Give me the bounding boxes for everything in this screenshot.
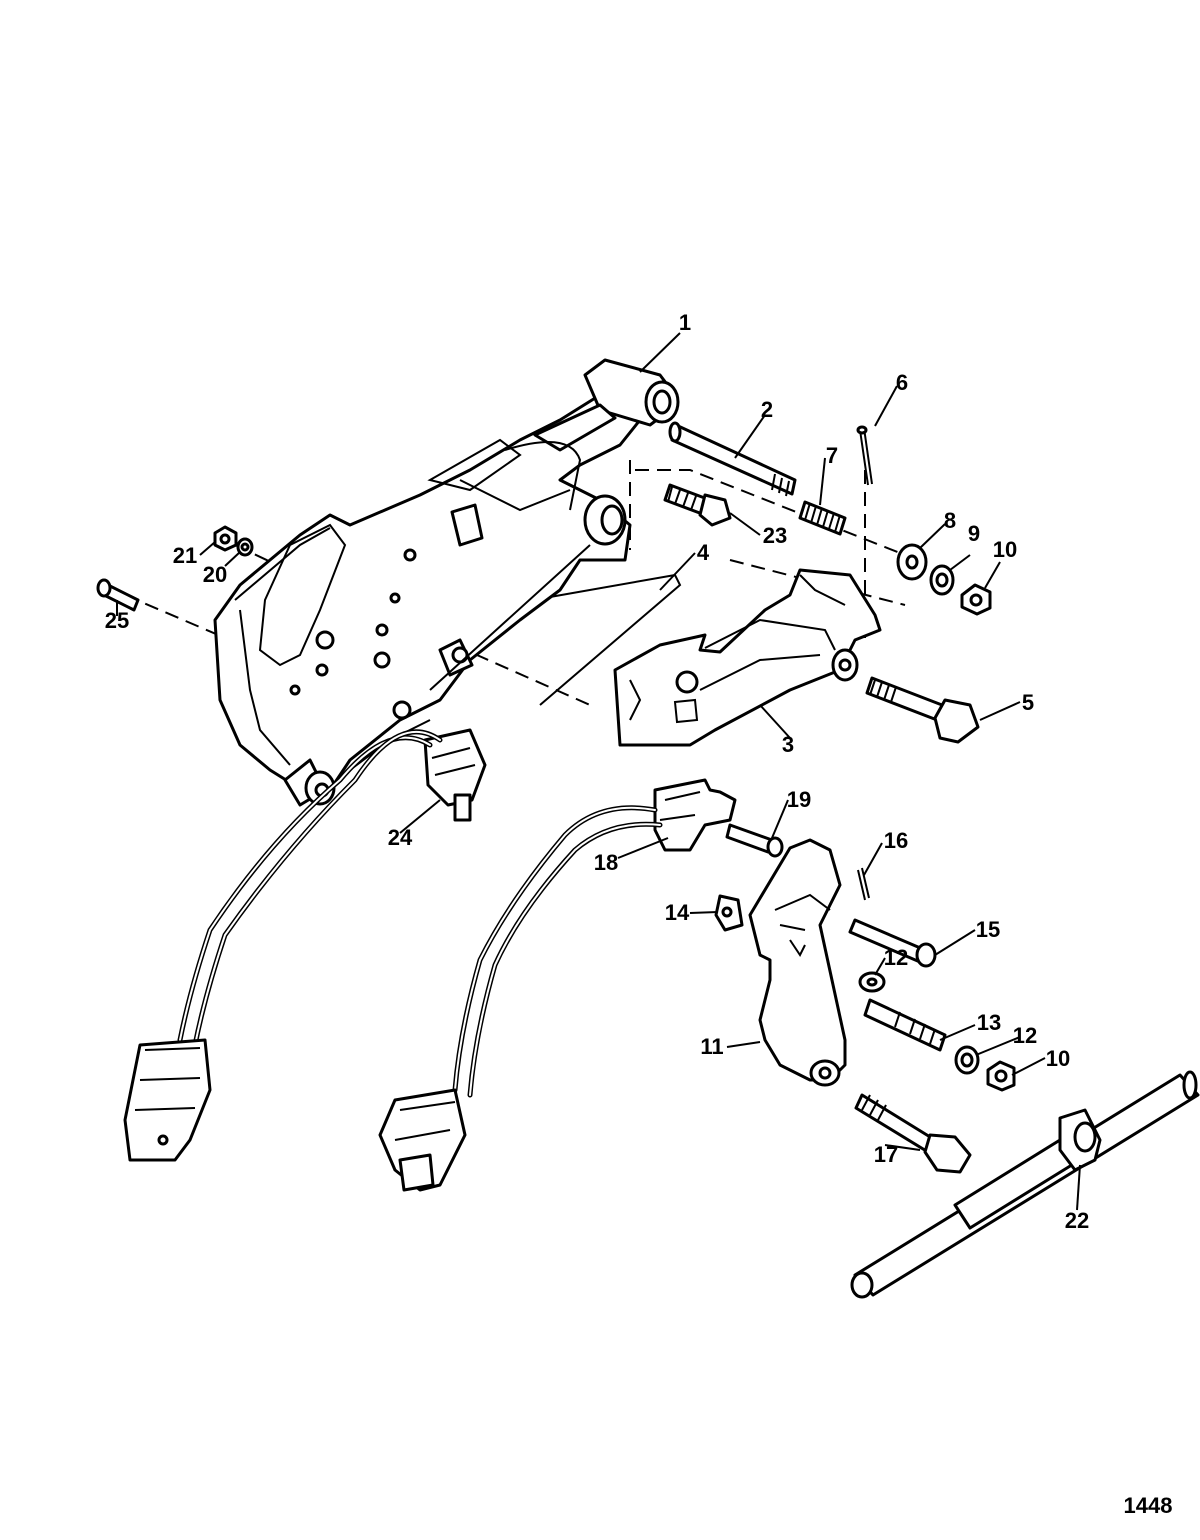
callout-8: 8 — [944, 508, 956, 533]
stud-13 — [863, 998, 947, 1052]
callout-10-lower: 10 — [1046, 1046, 1070, 1071]
callout-17: 17 — [874, 1142, 898, 1167]
bolt-17 — [854, 1093, 972, 1174]
callout-5: 5 — [1022, 690, 1034, 715]
harness-18 — [378, 805, 663, 1192]
harness-24 — [123, 729, 443, 1162]
switch-18 — [653, 778, 737, 852]
washer-20 — [236, 537, 254, 557]
callout-3: 3 — [782, 732, 794, 757]
callout-19: 19 — [787, 787, 811, 812]
callout-25: 25 — [105, 608, 129, 633]
callout-1: 1 — [679, 310, 691, 335]
callout-9: 9 — [968, 521, 980, 546]
leader-lines — [116, 332, 1081, 1211]
clevis-pin-15 — [848, 918, 937, 968]
callout-22: 22 — [1065, 1208, 1089, 1233]
callout-23: 23 — [763, 523, 787, 548]
pivot-pin — [668, 421, 797, 497]
screw-25 — [96, 578, 140, 612]
fitting-14 — [714, 894, 744, 932]
callout-11: 11 — [700, 1034, 723, 1059]
callout-15: 15 — [976, 917, 1000, 942]
callout-13: 13 — [977, 1010, 1001, 1035]
washer-nut-stack-upper — [896, 543, 992, 616]
washer-12-upper — [858, 971, 886, 993]
cotter-pin — [856, 425, 873, 486]
callout-24: 24 — [388, 825, 413, 850]
callout-12-lower: 12 — [1013, 1023, 1037, 1048]
callout-16: 16 — [884, 828, 908, 853]
wire-link — [539, 573, 682, 706]
figure-number: 1448 — [1124, 1493, 1173, 1518]
bolt-23 — [663, 483, 732, 527]
bolt-5 — [865, 676, 980, 744]
cotter-pin-16 — [857, 867, 870, 901]
sensor-24 — [423, 728, 487, 822]
callout-labels: 1 2 3 4 5 6 7 8 9 10 10 11 12 12 13 14 1… — [105, 310, 1089, 1233]
callout-6: 6 — [896, 370, 908, 395]
spring — [798, 500, 847, 536]
callout-7: 7 — [826, 443, 838, 468]
nut-21 — [213, 525, 238, 552]
screw-19 — [725, 823, 784, 858]
callout-4: 4 — [697, 540, 710, 565]
callout-21: 21 — [173, 543, 197, 568]
callout-12-upper: 12 — [884, 945, 908, 970]
shift-shaft — [850, 1070, 1200, 1299]
callout-20: 20 — [203, 562, 227, 587]
shift-lever — [613, 568, 882, 747]
callout-10-upper: 10 — [993, 537, 1017, 562]
callout-2: 2 — [761, 397, 773, 422]
main-bracket — [213, 358, 680, 807]
callout-14: 14 — [665, 900, 690, 925]
lower-lever — [748, 838, 847, 1087]
washer-nut-stack-lower — [954, 1045, 1016, 1092]
callout-18: 18 — [594, 850, 618, 875]
